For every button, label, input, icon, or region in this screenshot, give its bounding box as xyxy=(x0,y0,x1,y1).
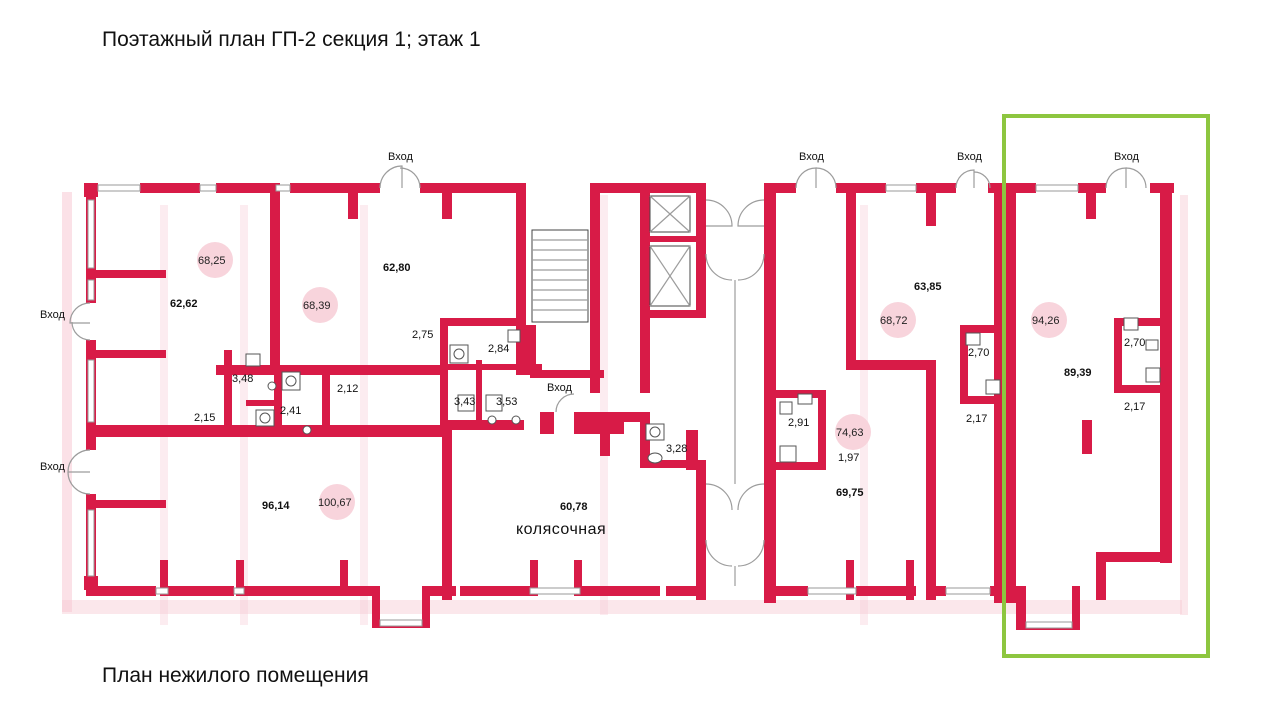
area-label: 60,78 xyxy=(560,501,588,513)
area-label: 2,15 xyxy=(194,412,215,424)
entrance-label: Вход xyxy=(957,151,982,163)
windows xyxy=(87,184,1079,629)
entrance-labels: Вход Вход Вход Вход Вход Вход Вход xyxy=(40,151,1139,473)
area-label: 74,63 xyxy=(836,427,864,439)
area-label: 2,91 xyxy=(788,417,809,429)
area-label: 68,72 xyxy=(880,315,908,327)
entrance-label: Вход xyxy=(547,382,572,394)
area-label: 68,25 xyxy=(198,255,226,267)
area-label: 100,67 xyxy=(318,497,352,509)
area-label: 2,70 xyxy=(968,347,989,359)
area-label: 62,80 xyxy=(383,262,411,274)
page-title: Поэтажный план ГП-2 секция 1; этаж 1 xyxy=(102,28,481,51)
area-label: 62,62 xyxy=(170,298,198,310)
area-label: 94,26 xyxy=(1032,315,1060,327)
entrance-label: Вход xyxy=(40,461,65,473)
area-label: 2,41 xyxy=(280,405,301,417)
entrance-label: Вход xyxy=(40,309,65,321)
area-label: 89,39 xyxy=(1064,367,1092,379)
walls xyxy=(84,183,1174,630)
area-label: 63,85 xyxy=(914,281,942,293)
area-label: 2,17 xyxy=(1124,401,1145,413)
area-bubbles xyxy=(197,242,1067,520)
entrance-label: Вход xyxy=(388,151,413,163)
selected-unit-frame xyxy=(1002,114,1210,658)
area-label: 2,70 xyxy=(1124,337,1145,349)
area-label: 3,43 xyxy=(454,396,475,408)
area-label: 3,28 xyxy=(666,443,687,455)
plan-caption: План нежилого помещения xyxy=(102,664,369,687)
area-label: 2,75 xyxy=(412,329,433,341)
area-label: 68,39 xyxy=(303,300,331,312)
area-label: 1,97 xyxy=(838,452,859,464)
stairs xyxy=(531,195,691,323)
area-label: 2,84 xyxy=(488,343,509,355)
area-label: 3,48 xyxy=(232,373,253,385)
area-label: 3,53 xyxy=(496,396,517,408)
fixtures xyxy=(245,317,1161,464)
area-labels: 68,25 62,62 62,80 68,39 2,75 2,84 3,48 2… xyxy=(170,255,1145,538)
area-label: 69,75 xyxy=(836,487,864,499)
area-label: 2,17 xyxy=(966,413,987,425)
stroller-room-label: колясочная xyxy=(516,521,606,538)
entrance-label: Вход xyxy=(1114,151,1139,163)
doors xyxy=(67,165,1147,586)
plan-hatching xyxy=(62,192,1188,625)
area-label: 96,14 xyxy=(262,500,290,512)
entrance-label: Вход xyxy=(799,151,824,163)
area-label: 2,12 xyxy=(337,383,358,395)
